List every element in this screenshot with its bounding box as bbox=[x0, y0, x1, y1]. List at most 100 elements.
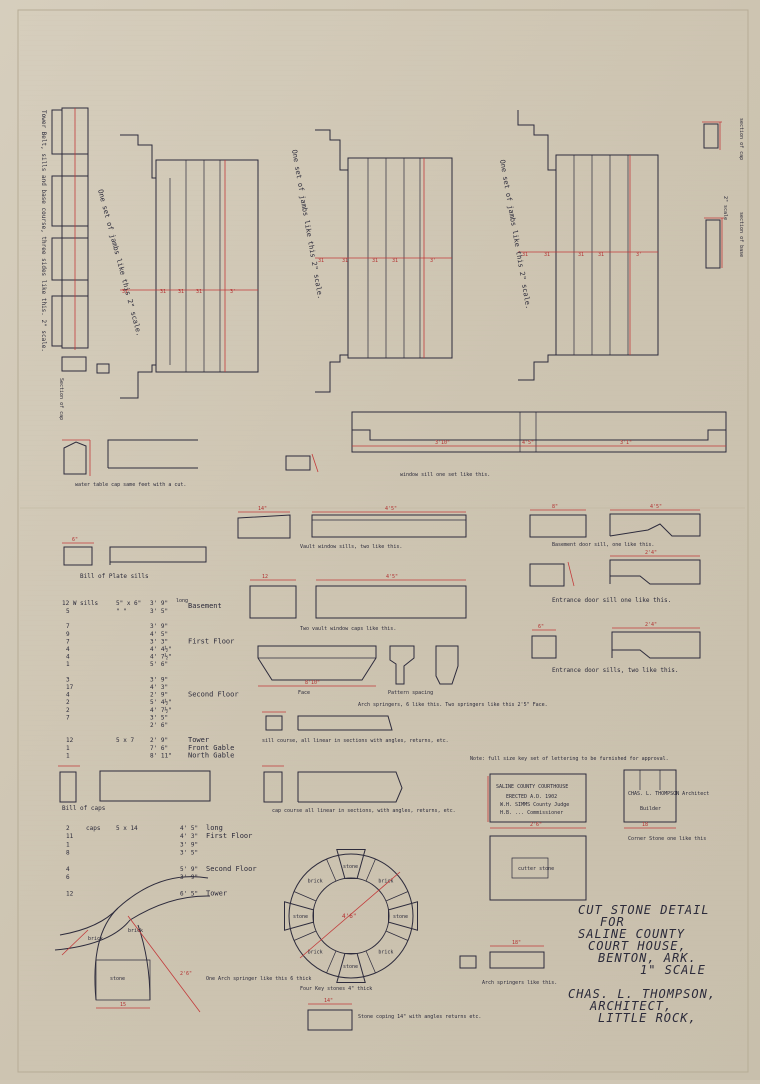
svg-text:2'4": 2'4" bbox=[645, 550, 657, 556]
svg-text:31: 31 bbox=[372, 258, 378, 264]
arch-springers-2-note: Arch springers like this. bbox=[482, 980, 557, 986]
entrance-sills-two: 6" 2'4" Entrance door sills, two like th… bbox=[531, 622, 701, 674]
corner-stone-tablet: Note: full size key set of lettering to … bbox=[470, 756, 709, 901]
svg-text:3'1": 3'1" bbox=[620, 440, 632, 446]
sill-row-length: 3' 5" bbox=[150, 714, 168, 721]
vault-sills-detail: 14" 4'5" Vault window sills, two like th… bbox=[237, 506, 467, 550]
sill-row-length: 5' 4½" bbox=[150, 699, 172, 706]
svg-text:31: 31 bbox=[544, 252, 550, 258]
svg-text:2'6": 2'6" bbox=[180, 971, 192, 977]
cap-row-floor: First Floor bbox=[206, 832, 252, 840]
svg-text:3'10": 3'10" bbox=[435, 440, 450, 446]
svg-text:brick: brick bbox=[128, 928, 143, 934]
cap-row-count: 12 bbox=[66, 891, 74, 898]
cap-row-count: 1 bbox=[66, 841, 70, 848]
cap-course-note: cap course all linear in sections, with … bbox=[272, 808, 456, 814]
ring-joint bbox=[365, 950, 376, 974]
sill-row-floor: First Floor bbox=[188, 637, 234, 645]
cap-row-size: 5 x 14 bbox=[116, 825, 138, 832]
sill-row-length: 2' 6" bbox=[150, 722, 168, 729]
top-right-note: Note: full size key set of lettering to … bbox=[470, 756, 669, 762]
title-line-1: CUT STONE DETAIL bbox=[578, 903, 710, 917]
svg-text:Builder: Builder bbox=[640, 806, 661, 812]
svg-text:31: 31 bbox=[318, 258, 324, 264]
sill-row-length: 3' 5" bbox=[150, 608, 168, 615]
svg-text:18: 18 bbox=[642, 822, 648, 828]
window-sill-note: window sill one set like this. bbox=[400, 472, 490, 478]
ring-stone-segment bbox=[388, 901, 418, 931]
cap-course: cap course all linear in sections, with … bbox=[262, 765, 456, 814]
svg-text:31: 31 bbox=[178, 289, 184, 295]
svg-text:2'6": 2'6" bbox=[530, 822, 542, 828]
sill-row-size: " " bbox=[116, 608, 127, 615]
sill-row-count: 2 bbox=[66, 707, 70, 714]
ring-segment-label: brick bbox=[378, 879, 393, 885]
title-line-9: LITTLE ROCK, bbox=[598, 1011, 697, 1025]
arch-springers-note: Arch springers, 6 like this. Two springe… bbox=[358, 702, 548, 708]
ring-segment-label: brick bbox=[308, 879, 323, 885]
paper-texture bbox=[20, 12, 745, 1070]
cap-row-length: 3' 9" bbox=[180, 874, 198, 881]
svg-text:8'10": 8'10" bbox=[305, 680, 320, 686]
sill-row-count: 4 bbox=[66, 692, 70, 699]
cap-row-count: 6 bbox=[66, 874, 70, 881]
svg-text:4'5": 4'5" bbox=[385, 506, 397, 512]
svg-text:14": 14" bbox=[258, 506, 267, 512]
sill-row-length: 3' 9" bbox=[150, 623, 168, 630]
vault-caps-note: Two vault window caps like this. bbox=[300, 626, 396, 632]
sill-row-length: 5' 6" bbox=[150, 661, 168, 668]
sill-row-count: 5 bbox=[66, 608, 70, 615]
entrance-door-note: Entrance door sill one like this. bbox=[552, 597, 671, 604]
sill-row-length: 4' 3" bbox=[150, 684, 168, 691]
cap-row-count: 8 bbox=[66, 850, 70, 857]
sill-course-note: sill course, all linear in sections with… bbox=[262, 738, 449, 744]
svg-text:14": 14" bbox=[324, 998, 333, 1004]
svg-text:4'6": 4'6" bbox=[342, 913, 356, 920]
svg-text:6": 6" bbox=[72, 537, 78, 543]
vault-sills-note: Vault window sills, two like this. bbox=[300, 544, 402, 550]
cap-row-length: 3' 9" bbox=[180, 841, 198, 848]
cap-row-count: 4 bbox=[66, 866, 70, 873]
svg-text:31: 31 bbox=[342, 258, 348, 264]
bill-of-plate-sills: 6" Bill of Plate sills bbox=[62, 537, 207, 580]
sill-row-count: 1 bbox=[66, 745, 70, 752]
tower-belt-elevation: Tower Belt, sills and base course, three… bbox=[40, 107, 110, 420]
sill-row-length: 7' 6" bbox=[150, 745, 168, 752]
sill-row-length: 4' 7½" bbox=[150, 707, 172, 714]
sill-row-count: 7 bbox=[66, 623, 70, 630]
sill-course: sill course, all linear in sections with… bbox=[262, 711, 449, 744]
svg-text:3': 3' bbox=[230, 289, 236, 295]
sill-row-length: 3' 3" bbox=[150, 638, 168, 645]
svg-text:5" x 6": 5" x 6" bbox=[116, 600, 141, 607]
sill-row-length: 4' 7½" bbox=[150, 654, 172, 661]
arch-springers-small: 18" Arch springers like this. bbox=[459, 940, 557, 986]
cap-row-length: 4' 3" bbox=[180, 833, 198, 840]
svg-text:18": 18" bbox=[512, 940, 521, 946]
basement-door-note: Basement door sill, one like this. bbox=[552, 542, 654, 548]
sill-row-length: 4' 4½" bbox=[150, 646, 172, 653]
ring-stone-segment bbox=[336, 953, 366, 983]
title-line-4: COURT HOUSE, bbox=[588, 939, 687, 953]
basement-door-sill: 8" 4'5" Basement door sill, one like thi… bbox=[529, 504, 701, 548]
svg-text:3': 3' bbox=[430, 258, 436, 264]
sill-row-length: 8' 11" bbox=[150, 752, 172, 759]
cap-row-floor: long bbox=[206, 824, 223, 832]
ring-joint bbox=[385, 930, 409, 941]
top-right-sections: section of cap 2" scale section of base bbox=[702, 118, 744, 269]
stone-coping-note: Stone coping 14" with angles returns etc… bbox=[358, 1014, 481, 1020]
svg-text:31: 31 bbox=[122, 289, 128, 295]
svg-text:31: 31 bbox=[578, 252, 584, 258]
svg-text:3': 3' bbox=[636, 252, 642, 258]
sill-row-length: 2' 9" bbox=[150, 737, 168, 744]
four-keys-note: Four Key stones 4" thick bbox=[300, 986, 372, 992]
sill-row-count: 17 bbox=[66, 684, 74, 691]
cap-row-count: 2 bbox=[66, 825, 70, 832]
sill-row-count: 7 bbox=[66, 638, 70, 645]
svg-text:Basement: Basement bbox=[188, 602, 222, 610]
svg-text:31: 31 bbox=[598, 252, 604, 258]
sill-row-floor: North Gable bbox=[188, 751, 234, 759]
